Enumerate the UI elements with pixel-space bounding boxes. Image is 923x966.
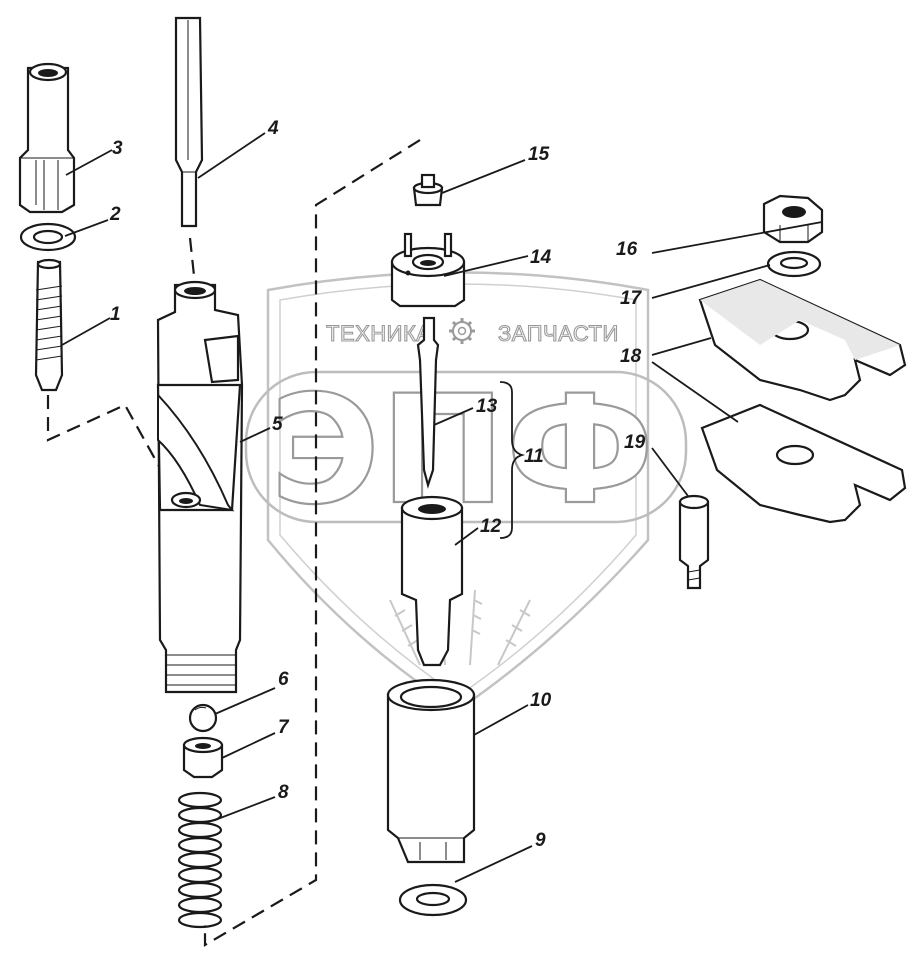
part-15-screw [412, 173, 444, 207]
part-18-clamp-lower [700, 403, 907, 524]
watermark-logo-text: ЭПФ [270, 364, 654, 538]
part-12-nozzle-body [400, 495, 464, 667]
part-10-nozzle-nut [386, 678, 476, 864]
callout-4: 4 [267, 118, 279, 139]
callout-14: 14 [530, 247, 552, 268]
callout-13: 13 [476, 396, 498, 417]
callout-10: 10 [530, 690, 552, 711]
callout-16: 16 [616, 239, 638, 260]
callout-18: 18 [620, 346, 642, 367]
callout-12: 12 [480, 516, 502, 537]
callout-1: 1 [110, 304, 121, 325]
callout-9: 9 [535, 830, 546, 851]
callout-8: 8 [278, 782, 289, 803]
gear-icon [449, 318, 475, 344]
callout-6: 6 [278, 669, 289, 690]
part-9-washer [398, 883, 468, 917]
part-13-needle [416, 316, 440, 489]
watermark-band [244, 370, 688, 524]
part-17-washer [766, 250, 822, 278]
part-6-ball [188, 703, 218, 733]
assembly-dashed-lines [46, 139, 421, 947]
callout-17: 17 [620, 288, 643, 309]
watermark: ТЕХНИКА ЗАПЧАСТИ ЭПФ [244, 271, 688, 712]
part-14-spacer [390, 232, 466, 308]
part-2-washer [19, 222, 77, 252]
part-1-stud [34, 258, 64, 392]
leader-lines [61, 132, 823, 883]
part-8-spring [177, 791, 223, 929]
callout-5: 5 [272, 414, 283, 435]
callout-11: 11 [524, 446, 544, 467]
part-16-nut [762, 194, 824, 244]
part-7-seat [182, 736, 224, 779]
watermark-text-right: ЗАПЧАСТИ [498, 321, 619, 346]
callout-15: 15 [528, 144, 550, 165]
part-4-rod [174, 16, 204, 228]
part-18-clamp-upper [698, 278, 907, 402]
callout-labels: 3 2 1 4 5 6 7 8 9 10 11 12 13 14 15 16 1… [109, 118, 646, 851]
part-3-union-fitting [18, 62, 76, 214]
callout-19: 19 [624, 432, 646, 453]
callout-7: 7 [278, 717, 290, 738]
watermark-text-left: ТЕХНИКА [326, 321, 431, 346]
wheat-icon [389, 589, 531, 666]
part-19-pin [678, 494, 710, 590]
callout-3: 3 [112, 138, 123, 159]
callout-2: 2 [109, 204, 121, 225]
part-5-injector-body [156, 280, 244, 694]
